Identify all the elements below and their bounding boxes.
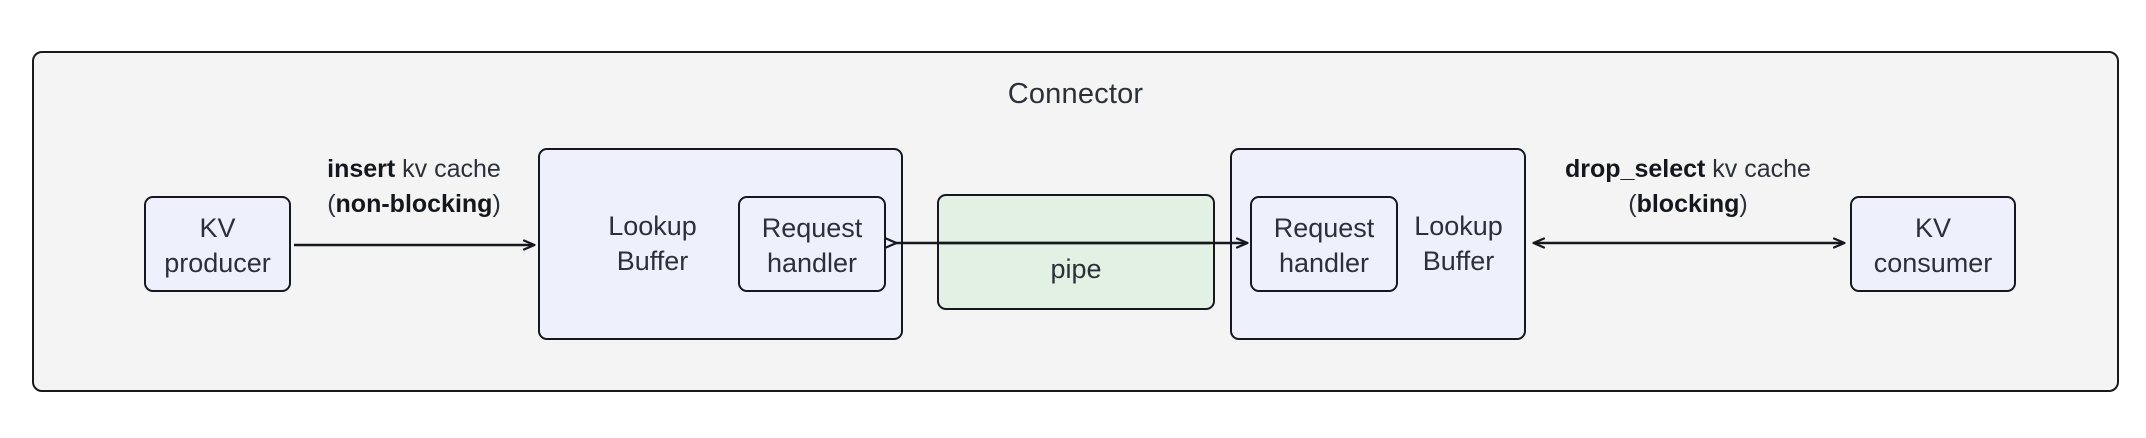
insert-edge-label-line1: insert kv cache (292, 152, 536, 187)
request-handler-right-label: Request handler (1273, 213, 1375, 278)
drop-select-keyword: drop_select (1565, 155, 1706, 183)
lookup-buffer-right-label: Lookup Buffer (1414, 211, 1503, 276)
pipe-label: pipe (1050, 254, 1102, 284)
request-handler-left-label: Request handler (761, 213, 863, 278)
connector-title: Connector (1007, 78, 1144, 110)
request-handler-right-node[interactable]: Request handler (1250, 196, 1398, 292)
insert-paren-open: ( (327, 189, 336, 218)
lookup-buffer-left-label: Lookup Buffer (608, 211, 697, 276)
pipe-node[interactable]: pipe (937, 194, 1215, 310)
insert-keyword: insert (327, 155, 396, 183)
kv-consumer-label: KV consumer (1873, 213, 1993, 278)
insert-edge-label: insert kv cache (non-blocking) (292, 152, 536, 221)
insert-edge-label-line2: (non-blocking) (292, 187, 536, 222)
drop-select-edge-label-line2: (blocking) (1532, 187, 1844, 222)
blocking-keyword: blocking (1636, 189, 1740, 218)
insert-paren-close: ) (492, 189, 501, 218)
kv-producer-node[interactable]: KV producer (144, 196, 291, 292)
kv-producer-label: KV producer (164, 213, 271, 278)
drop-select-edge-label: drop_select kv cache (blocking) (1532, 152, 1844, 221)
kv-consumer-node[interactable]: KV consumer (1850, 196, 2016, 292)
drop-select-paren-open: ( (1628, 189, 1637, 218)
drop-select-edge-label-line1: drop_select kv cache (1532, 152, 1844, 187)
request-handler-left-node[interactable]: Request handler (738, 196, 886, 292)
insert-rest: kv cache (395, 155, 501, 183)
non-blocking-keyword: non-blocking (335, 189, 493, 218)
drop-select-rest: kv cache (1705, 155, 1811, 183)
drop-select-paren-close: ) (1739, 189, 1748, 218)
